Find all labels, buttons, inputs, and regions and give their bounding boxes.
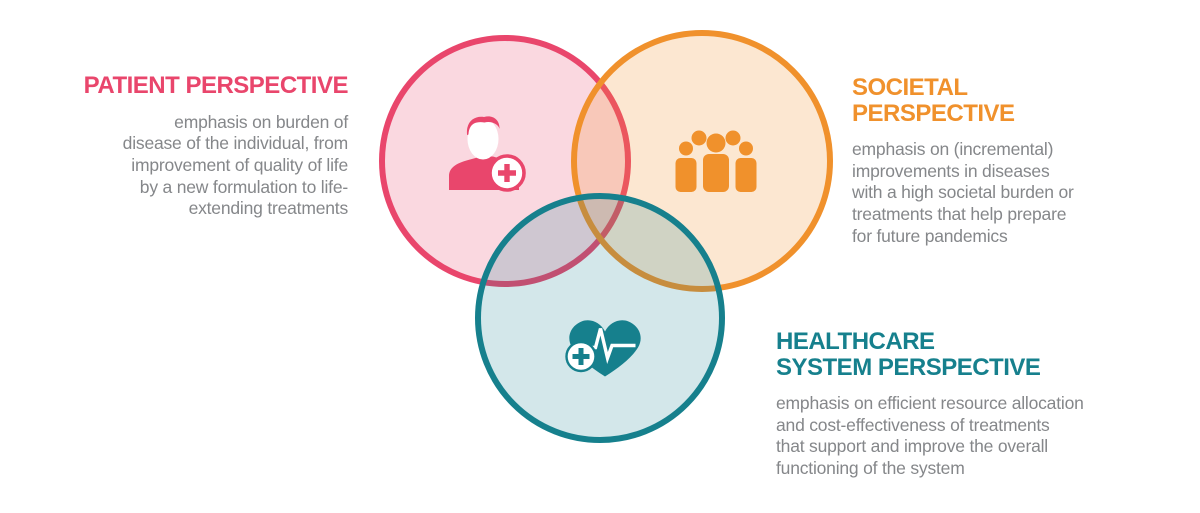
person-with-plus-icon (449, 116, 526, 192)
healthcare-system-perspective-heading: HEALTHCARE SYSTEM PERSPECTIVE (776, 328, 1041, 381)
healthcare-circle (475, 193, 725, 443)
patient-perspective-heading: PATIENT PERSPECTIVE (83, 72, 349, 99)
societal-perspective-block: SOCIETAL PERSPECTIVE emphasis on (increm… (852, 75, 1152, 248)
healthcare-system-perspective-body: emphasis on efficient resource allocatio… (776, 393, 1084, 479)
societal-perspective-body: emphasis on (incremental) improvements i… (852, 139, 1074, 246)
healthcare-system-perspective-block: HEALTHCARE SYSTEM PERSPECTIVE emphasis o… (776, 329, 1146, 480)
patient-perspective-body: emphasis on burden of disease of the ind… (122, 111, 349, 219)
societal-perspective-heading: SOCIETAL PERSPECTIVE (852, 74, 1015, 127)
people-group-icon (675, 130, 757, 192)
heart-pulse-plus-icon (565, 320, 641, 377)
patient-perspective-block: PATIENT PERSPECTIVE emphasis on burden o… (58, 72, 349, 220)
